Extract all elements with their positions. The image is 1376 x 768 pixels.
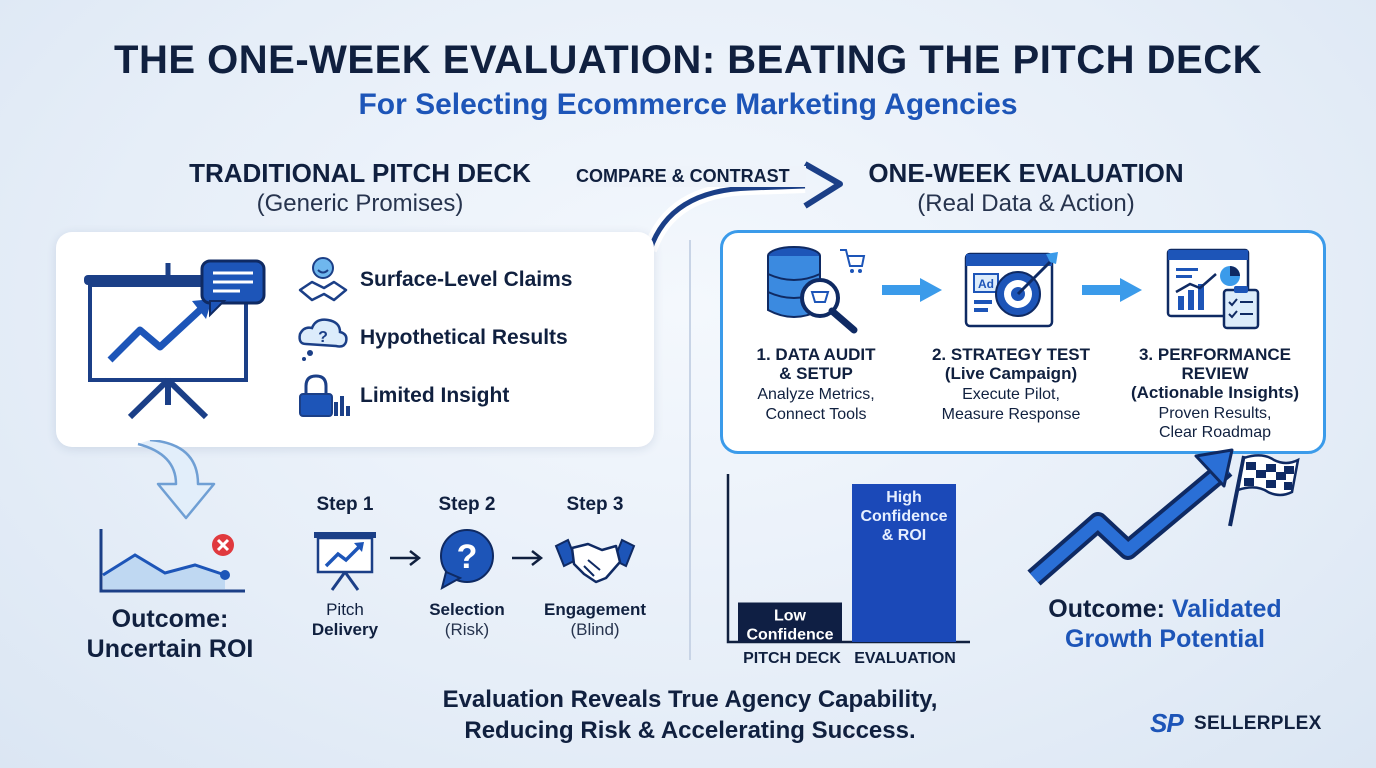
eval-step-1-title-line2: & SETUP (779, 364, 853, 383)
chart-bar-pitch-deck (738, 602, 842, 642)
lock-chart-icon (299, 374, 350, 417)
question-cloud-icon: ? (298, 318, 348, 361)
outcome-uncertain-line2: Uncertain ROI (86, 635, 254, 663)
column-divider (689, 240, 691, 660)
traditional-subheading: (Generic Promises) (256, 190, 464, 217)
traditional-heading: TRADITIONAL PITCH DECK (189, 158, 531, 188)
chart-bar-label: & ROI (882, 527, 926, 544)
brand-name: SELLERPLEX (1194, 713, 1322, 734)
arrow-right-icon (390, 550, 422, 566)
arrow-right-icon (1082, 278, 1142, 302)
footer-line1: Evaluation Reveals True Agency Capabilit… (442, 686, 938, 713)
claim-limited-insight: Limited Insight (360, 384, 510, 407)
eval-step-3-title-line2: REVIEW (1181, 364, 1249, 383)
svg-text:?: ? (318, 329, 328, 346)
step-1-line2: Delivery (311, 620, 379, 639)
arrow-right-icon (882, 278, 942, 302)
compare-label: COMPARE & CONTRAST (576, 166, 806, 187)
outcome-validated-prefix: Outcome: (1048, 595, 1165, 623)
eval-step-1-desc-line2: Connect Tools (765, 406, 867, 423)
outcome-validated-line2: Growth Potential (1065, 625, 1265, 653)
down-arrow-icon (137, 440, 216, 520)
handshake-smile-icon (298, 257, 348, 302)
eval-step-1-title-line1: 1. DATA AUDIT (756, 345, 876, 364)
outcome-validated-line1: Outcome: Validated (1000, 594, 1330, 624)
eval-step-3-desc-line1: Proven Results, (1158, 405, 1272, 422)
compare-arrow-icon (643, 161, 843, 253)
arrow-right-icon (512, 550, 544, 566)
chart-tick-pitch-deck: PITCH DECK (743, 650, 841, 667)
presentation-board-icon (84, 259, 266, 420)
svg-text:?: ? (457, 538, 478, 576)
outcome-uncertain-line1: Outcome: (111, 605, 229, 633)
step-1-line1: Pitch (326, 600, 364, 619)
eval-step-2-title-line2: (Live Campaign) (944, 364, 1078, 383)
handshake-icon (554, 538, 636, 584)
outcome-validated-highlight: Validated (1171, 595, 1282, 623)
eval-step-3-title-line1: 3. PERFORMANCE (1138, 345, 1292, 364)
database-search-icon (767, 246, 866, 334)
brand-mark: SP (1150, 708, 1184, 738)
evaluation-subheading: (Real Data & Action) (917, 190, 1135, 217)
claim-surface-level: Surface-Level Claims (360, 268, 573, 291)
report-dashboard-icon (1166, 248, 1260, 330)
declining-chart-icon (99, 529, 245, 593)
chart-bar-label: Confidence (746, 627, 833, 644)
footer-line2: Reducing Risk & Accelerating Success. (464, 717, 916, 744)
page-title: THE ONE-WEEK EVALUATION: BEATING THE PIT… (114, 38, 1262, 82)
eval-step-1-desc-line1: Analyze Metrics, (757, 386, 875, 403)
claim-hypothetical: Hypothetical Results (360, 326, 568, 349)
eval-step-2-desc-line2: Measure Response (941, 406, 1081, 423)
evaluation-heading: ONE-WEEK EVALUATION (868, 158, 1184, 188)
ad-target-icon: Ad (964, 252, 1058, 328)
step-2-line1: Selection (429, 600, 505, 619)
eval-step-2-title-line1: 2. STRATEGY TEST (931, 345, 1091, 364)
chart-tick-evaluation: EVALUATION (854, 650, 956, 667)
eval-step-3-title-line3: (Actionable Insights) (1130, 383, 1300, 402)
step-1-title: Step 1 (316, 494, 374, 515)
checkered-flag-icon (1228, 454, 1300, 527)
presentation-icon (314, 532, 376, 591)
svg-text:Ad: Ad (978, 277, 994, 291)
chart-bar-label: Confidence (860, 508, 947, 525)
step-3-line1: Engagement (543, 600, 647, 619)
growth-arrow-icon (1027, 448, 1234, 586)
eval-step-3-desc-line2: Clear Roadmap (1158, 424, 1272, 441)
question-bubble-icon: ? (440, 529, 494, 590)
step-2-title: Step 2 (438, 494, 496, 515)
chart-bar-label: High (886, 489, 922, 506)
chart-bar-label: Low (774, 608, 807, 625)
page-subtitle: For Selecting Ecommerce Marketing Agenci… (358, 88, 1018, 121)
chart-bar-evaluation (852, 484, 956, 642)
step-2-line2: (Risk) (444, 620, 490, 639)
step-3-line2: (Blind) (570, 620, 620, 639)
eval-step-2-desc-line1: Execute Pilot, (962, 386, 1060, 403)
step-3-title: Step 3 (566, 494, 624, 515)
